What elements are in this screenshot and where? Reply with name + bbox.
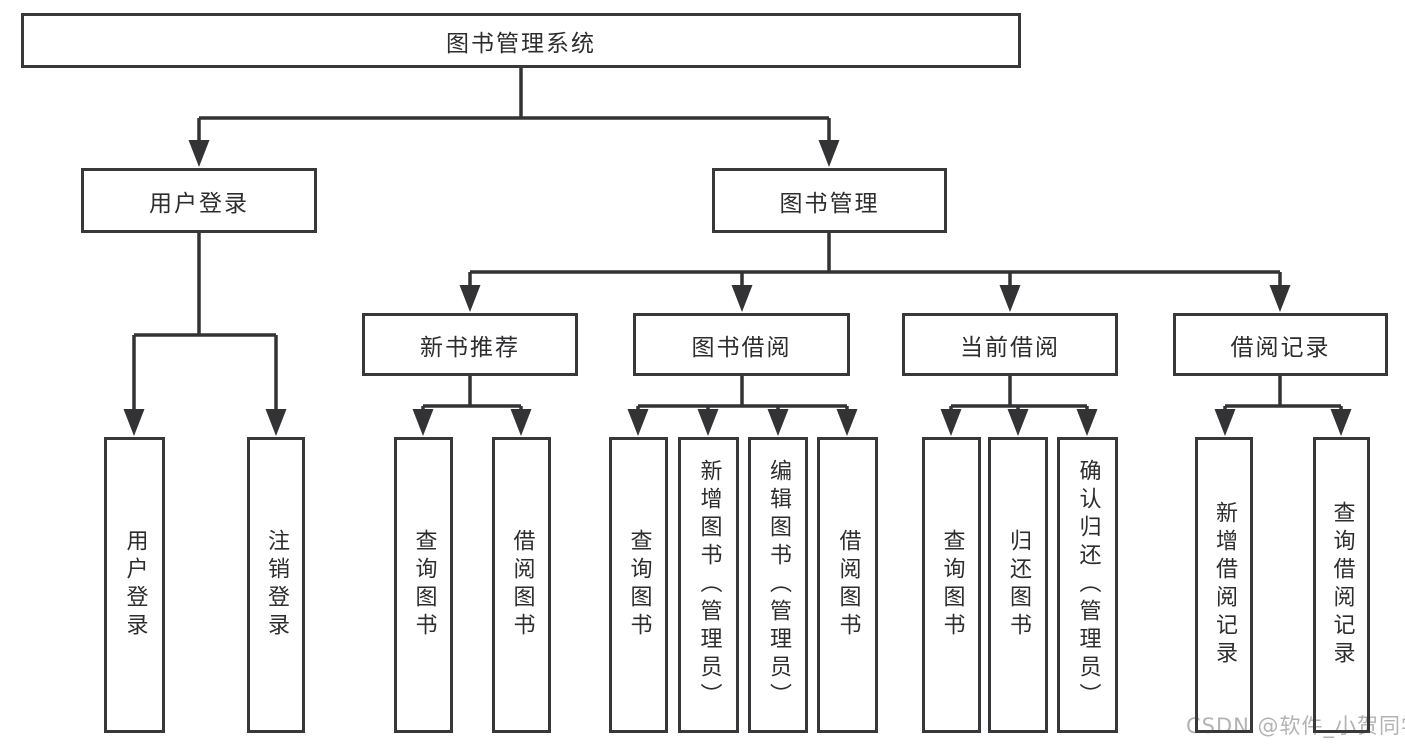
leaf-logout: 注销登录: [247, 437, 305, 733]
node-current-borrow: 当前借阅: [902, 313, 1118, 376]
node-user-login-label: 用户登录: [149, 190, 249, 217]
leaf-add-borrow-record: 新增借阅记录: [1195, 437, 1253, 733]
leaf-query-books-borrow: 查询图书: [609, 437, 668, 733]
leaf-query-books-current: 查询图书: [922, 437, 981, 733]
leaf-confirm-return-admin: 确认归还（管理员）: [1057, 437, 1118, 733]
node-current-borrow-label: 当前借阅: [960, 334, 1060, 361]
node-root-label: 图书管理系统: [446, 30, 596, 57]
node-borrow-records-label: 借阅记录: [1230, 334, 1331, 361]
leaf-edit-book-admin: 编辑图书（管理员）: [748, 437, 808, 733]
leaf-query-books-recommend: 查询图书: [394, 437, 453, 733]
leaf-user-login: 用户登录: [104, 437, 165, 733]
node-user-login: 用户登录: [81, 168, 317, 233]
leaf-borrow-books-borrow: 借阅图书: [817, 437, 878, 733]
leaf-borrow-books-recommend: 借阅图书: [492, 437, 551, 733]
node-book-borrow-label: 图书借阅: [691, 334, 792, 361]
arrowheads: [123, 140, 1352, 436]
node-book-borrow: 图书借阅: [633, 313, 850, 376]
leaf-query-borrow-record: 查询借阅记录: [1313, 437, 1370, 733]
leaf-return-book: 归还图书: [988, 437, 1048, 733]
node-book-management: 图书管理: [712, 168, 947, 233]
node-new-book-recommend-label: 新书推荐: [420, 334, 520, 361]
node-borrow-records: 借阅记录: [1173, 313, 1388, 376]
leaf-add-book-admin: 新增图书（管理员）: [678, 437, 739, 733]
node-book-management-label: 图书管理: [779, 190, 880, 217]
node-root-system: 图书管理系统: [21, 13, 1021, 68]
node-new-book-recommend: 新书推荐: [362, 313, 578, 376]
